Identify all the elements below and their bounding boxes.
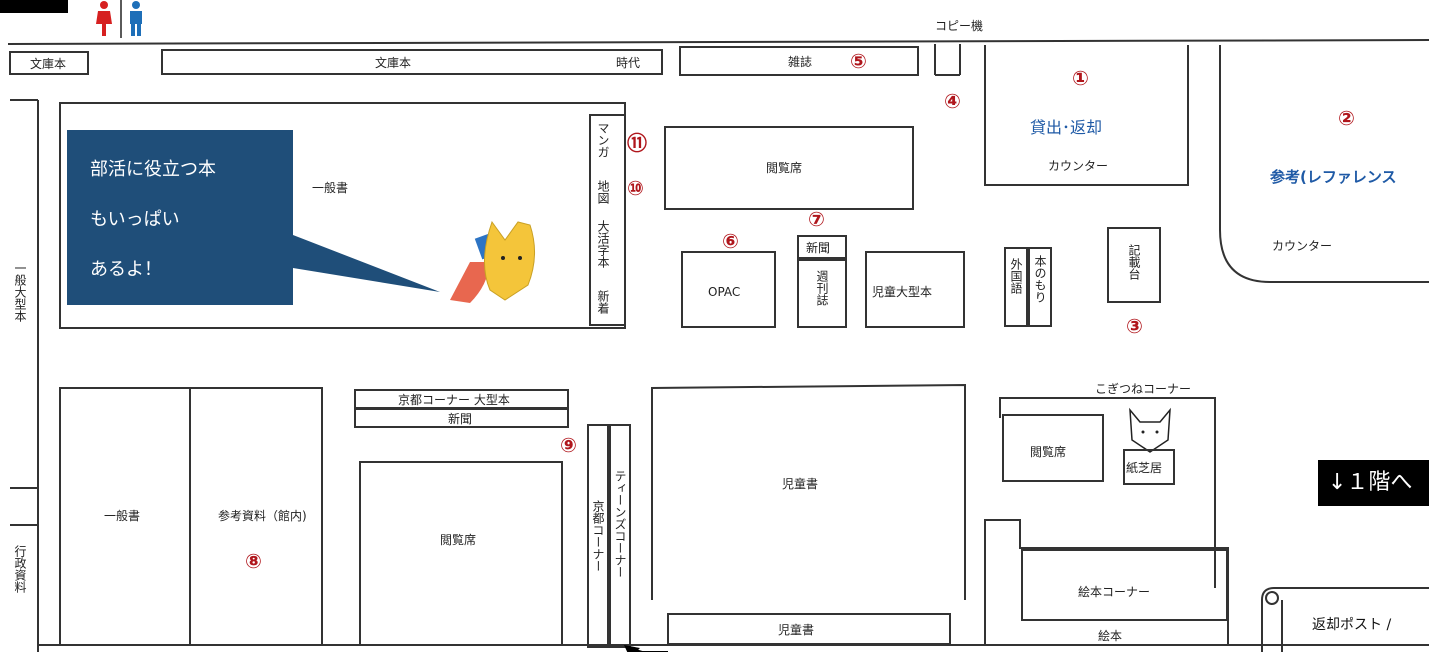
label-etsuranseki-right: 閲覧席	[1030, 444, 1066, 459]
label-ippansho-top: 一般書	[312, 180, 348, 195]
label-counter1: カウンター	[1048, 159, 1108, 173]
marker-4: ④	[944, 89, 961, 113]
fox-mascot-icon	[450, 220, 535, 303]
label-sanko-shiryo: 参考資料（館内)	[218, 508, 307, 523]
area-jidosho	[651, 383, 966, 600]
bubble-line-1: 部活に役立つ本	[90, 159, 216, 180]
label-copy-machine: コピー機	[935, 18, 983, 33]
label-counter2: カウンター	[1272, 239, 1332, 253]
label-ippansho-bottom: 一般書	[104, 508, 140, 523]
shelf-teens	[609, 424, 631, 648]
shelf-shukanshi	[797, 259, 847, 328]
label-teens: ティーンズコーナー	[613, 470, 627, 578]
label-kyoto-v: 京都コーナー	[591, 500, 605, 572]
marker-1: ①	[1072, 66, 1089, 90]
label-opac: OPAC	[708, 285, 740, 299]
label-lend-return: 貸出･返却	[1030, 118, 1102, 137]
shelf-bunkobon-top	[161, 49, 663, 75]
shelf-kyoto-v	[587, 424, 609, 648]
shelf-jido-oogatabon	[865, 251, 965, 328]
label-ehon-corner: 絵本コーナー	[1078, 584, 1150, 599]
label-kogitsune: こぎつねコーナー	[1095, 382, 1191, 396]
marker-2: ②	[1338, 106, 1355, 130]
label-manga: マンガ	[596, 122, 610, 158]
area-etsuranseki-mid	[359, 461, 563, 646]
marker-8: ⑧	[245, 549, 262, 573]
label-shinbun-bottom: 新聞	[448, 411, 472, 426]
shelf-shinbun-bottom	[354, 408, 569, 428]
marker-5: ⑤	[850, 49, 867, 73]
counter-lend-return	[984, 45, 1189, 186]
marker-3: ③	[1126, 314, 1143, 338]
marker-10: ⑩	[627, 176, 644, 200]
shelf-ehon-corner	[1021, 549, 1228, 621]
shelf-gaikokugo	[1004, 247, 1028, 327]
banner-to-first-floor[interactable]: ↓１階へ	[1318, 460, 1429, 506]
label-gyosei-shiryo: 行政資料	[13, 545, 27, 593]
bubble-line-2: もいっぱい	[90, 209, 180, 230]
label-kisaidai: 記載台	[1127, 243, 1141, 280]
label-bunkobon-top: 文庫本	[375, 55, 411, 70]
label-ippan-oogatabon: 一般大型本	[13, 262, 27, 323]
marker-11: ⑪	[627, 131, 647, 155]
label-reference: 参考(レファレンス	[1270, 168, 1397, 186]
shelf-zasshi	[679, 46, 919, 76]
label-shinchaku: 新着	[596, 289, 610, 315]
area-etsuranseki-top	[664, 126, 914, 210]
box-kamishibai	[1123, 449, 1175, 485]
area-kogitsune	[999, 397, 1216, 588]
marker-9: ⑨	[560, 433, 577, 457]
label-shukanshi: 週刊誌	[815, 270, 829, 306]
label-kyoto-large: 京都コーナー 大型本	[398, 393, 510, 407]
shelf-shinbun-top	[797, 235, 847, 259]
label-hon-no-mori: 本のもり	[1033, 255, 1047, 303]
label-jidosho-center: 児童書	[782, 476, 818, 491]
label-zasshi: 雑誌	[788, 54, 812, 69]
return-post-box	[1261, 587, 1429, 652]
label-kamishibai: 紙芝居	[1126, 460, 1162, 475]
restroom-icon	[96, 0, 142, 38]
label-jidai: 時代	[616, 56, 640, 70]
label-chizu: 地図	[596, 180, 610, 204]
label-return-post: 返却ポスト /	[1312, 617, 1392, 633]
label-ehon: 絵本	[1098, 628, 1122, 643]
marker-7: ⑦	[808, 207, 825, 231]
label-shinbun-top: 新聞	[806, 240, 830, 255]
area-etsuranseki-right	[1002, 414, 1104, 482]
label-gaikokugo: 外国語	[1009, 258, 1023, 294]
shelf-bunkobon-left	[9, 51, 89, 75]
arrow-icon	[624, 645, 668, 652]
fox-face-icon	[1129, 407, 1171, 453]
shelf-jidosho-bottom	[667, 613, 951, 645]
label-jido-oogatabon: 児童大型本	[872, 284, 932, 299]
opac-terminal[interactable]	[681, 251, 776, 328]
label-etsuranseki-mid: 閲覧席	[440, 532, 476, 547]
label-etsuranseki-top: 閲覧席	[766, 160, 802, 175]
counter-reference	[1219, 45, 1429, 283]
label-bunkobon-left: 文庫本	[30, 56, 66, 71]
shelf-hon-no-mori	[1028, 247, 1052, 327]
marker-6: ⑥	[722, 229, 739, 253]
bubble-line-3: あるよ！	[90, 259, 162, 280]
speech-bubble	[67, 130, 440, 305]
corner-block	[0, 0, 68, 13]
label-jidosho-bottom: 児童書	[778, 622, 814, 637]
desk-kisaidai	[1107, 227, 1161, 303]
label-daikatsujibon: 大活字本	[596, 220, 610, 269]
shelf-manga-chizu	[589, 114, 626, 326]
